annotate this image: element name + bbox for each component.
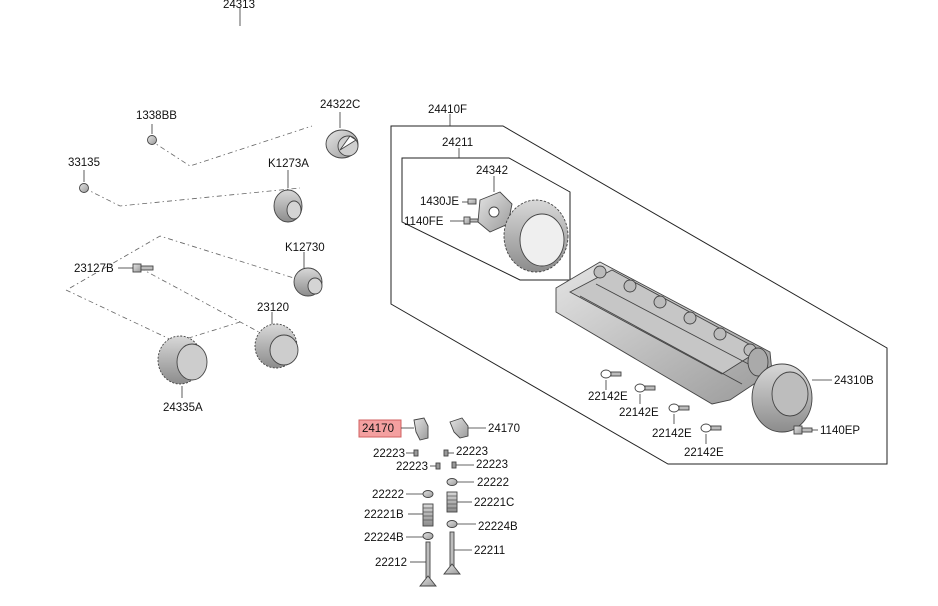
cam-gear-ring[interactable] <box>503 199 569 273</box>
label-22142e-1: 22142E <box>588 391 628 403</box>
label-1140ep: 1140EP <box>820 425 860 437</box>
label-23120: 23120 <box>257 302 289 314</box>
bracket-22142e-3[interactable] <box>668 403 690 413</box>
label-k1273a: K1273A <box>268 158 309 170</box>
valve-22212[interactable] <box>419 541 437 587</box>
label-22222-right: 22222 <box>477 477 509 489</box>
retainer-22222-left[interactable] <box>422 490 434 498</box>
valve-key-22223-3[interactable] <box>435 462 441 470</box>
head-assy-frame <box>390 125 888 465</box>
spring-22221c[interactable] <box>446 491 458 513</box>
label-24410f: 24410F <box>428 104 467 116</box>
label-22222-left: 22222 <box>372 489 404 501</box>
retainer-22222-right[interactable] <box>446 478 458 486</box>
label-k12730: K12730 <box>285 242 325 254</box>
label-22142e-4: 22142E <box>684 447 724 459</box>
valve-key-22223-2[interactable] <box>443 449 449 457</box>
valve-22211[interactable] <box>443 531 461 575</box>
seat-22224b-left[interactable] <box>422 532 434 540</box>
idler-k12730[interactable] <box>293 267 323 297</box>
label-22223-4: 22223 <box>476 459 508 471</box>
cylinder-head[interactable] <box>555 261 773 405</box>
label-24335a: 24335A <box>163 402 203 414</box>
label-22221b: 22221B <box>364 509 404 521</box>
label-23127b: 23127B <box>74 263 114 275</box>
label-24170-right: 24170 <box>488 423 520 435</box>
label-1140fe: 1140FE <box>404 216 444 228</box>
label-24170-left[interactable]: 24170 <box>362 423 394 435</box>
label-33135: 33135 <box>68 157 100 169</box>
label-22223-1: 22223 <box>373 448 405 460</box>
idler-k1273a[interactable] <box>273 189 303 223</box>
cam-cover-24310b[interactable] <box>751 363 813 433</box>
seat-22224b-right[interactable] <box>446 520 458 528</box>
pin-1430je[interactable] <box>467 198 477 205</box>
label-24322c: 24322C <box>320 99 360 111</box>
label-22223-3: 22223 <box>396 461 428 473</box>
spring-22221b[interactable] <box>422 503 434 527</box>
timing-belt[interactable] <box>88 26 260 316</box>
bracket-22142e-1[interactable] <box>600 369 622 379</box>
label-belt: 24313 <box>223 0 255 11</box>
bolt-1140ep[interactable] <box>793 425 813 435</box>
label-22142e-3: 22142E <box>652 428 692 440</box>
bolt-1338bb[interactable] <box>147 135 157 145</box>
label-1338bb: 1338BB <box>136 110 177 122</box>
nut-33135[interactable] <box>79 183 89 193</box>
label-24342: 24342 <box>476 165 508 177</box>
bracket-22142e-4[interactable] <box>700 423 722 433</box>
label-22224b-right: 22224B <box>478 521 518 533</box>
label-22224b-left: 22224B <box>364 532 404 544</box>
label-24211: 24211 <box>442 137 473 149</box>
bracket-22142e-2[interactable] <box>634 383 656 393</box>
label-22212: 22212 <box>375 557 407 569</box>
pump-pulley-24335a[interactable] <box>157 335 208 385</box>
rocker-arm-24170-left[interactable] <box>413 417 429 441</box>
rocker-arm-24170-right[interactable] <box>449 417 469 439</box>
label-22211: 22211 <box>474 545 505 557</box>
valve-key-22223-1[interactable] <box>413 449 419 457</box>
label-1430je: 1430JE <box>420 196 459 208</box>
crank-sprocket-23120[interactable] <box>254 323 299 369</box>
tensioner-24322c[interactable] <box>325 129 359 159</box>
label-22142e-2: 22142E <box>619 407 659 419</box>
highlight-box-24170 <box>358 419 402 438</box>
label-22223-2: 22223 <box>456 446 488 458</box>
bolt-1140fe[interactable] <box>463 216 479 225</box>
bolt-23127b[interactable] <box>132 263 154 273</box>
label-22221c: 22221C <box>474 497 514 509</box>
label-24310b: 24310B <box>834 375 874 387</box>
valve-key-22223-4[interactable] <box>451 461 457 469</box>
